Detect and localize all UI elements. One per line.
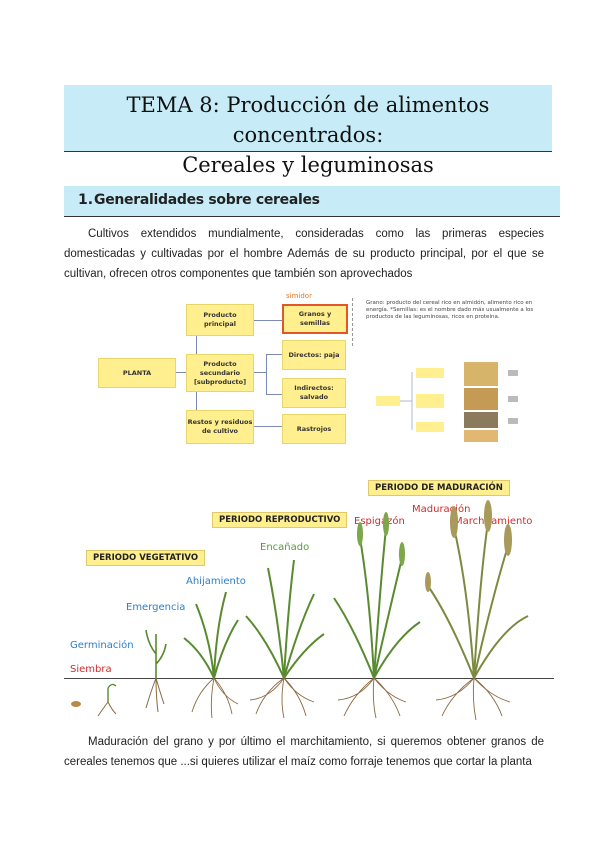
periodo-maduracion-label: PERIODO DE MADURACIÓN (368, 480, 510, 496)
section-label: Generalidades sobre cereales (94, 192, 320, 208)
stage-marchitamiento: Marchitamiento (454, 516, 533, 527)
products-scheme-diagram: PLANTA Producto principal Producto secun… (96, 290, 556, 450)
title-line-2: Cereales y leguminosas (182, 153, 434, 177)
producto-principal-box: Producto principal (186, 304, 254, 336)
plant-growth-diagram: PERIODO DE MADURACIÓN PERIODO REPRODUCTI… (64, 478, 554, 723)
document-title: TEMA 8: Producción de alimentos concentr… (64, 85, 552, 177)
section-number: 1. (78, 192, 94, 208)
ground-line (64, 678, 554, 679)
directos-box: Directos: paja (282, 340, 346, 370)
planta-box: PLANTA (98, 358, 176, 388)
title-line-1: TEMA 8: Producción de alimentos concentr… (126, 93, 490, 147)
stage-maduracion: Maduración (412, 504, 471, 515)
stage-encanado: Encañado (260, 542, 310, 553)
paragraph-maduracion: Maduración del grano y por último el mar… (64, 736, 544, 768)
producto-secundario-box: Producto secundario [subproducto] (186, 354, 254, 392)
periodo-vegetativo-label: PERIODO VEGETATIVO (86, 550, 206, 566)
indirectos-box: Indirectos: salvado (282, 378, 346, 408)
plant-illustrations (71, 500, 529, 721)
periodo-reproductivo-label: PERIODO REPRODUCTIVO (212, 512, 348, 528)
stage-espigazon: Espigazón (354, 516, 405, 527)
rastrojos-box: Rastrojos (282, 414, 346, 444)
stage-ahijamiento: Ahijamiento (186, 576, 246, 587)
stage-siembra: Siembra (70, 664, 112, 675)
stage-germinacion: Germinación (70, 640, 134, 651)
restos-box: Restos y residuos de cultivo (186, 410, 254, 444)
stage-emergencia: Emergencia (126, 602, 186, 613)
scheme-small-label: simidor (286, 292, 312, 300)
granos-box: Granos y semillas (282, 304, 348, 334)
mini-scheme-thumbnail (376, 362, 518, 442)
paragraph-intro: Cultivos extendidos mundialmente, consid… (64, 228, 544, 280)
scheme-note: Grano: producto del cereal rico en almid… (366, 300, 534, 320)
section-heading: 1. Generalidades sobre cereales (64, 186, 560, 217)
